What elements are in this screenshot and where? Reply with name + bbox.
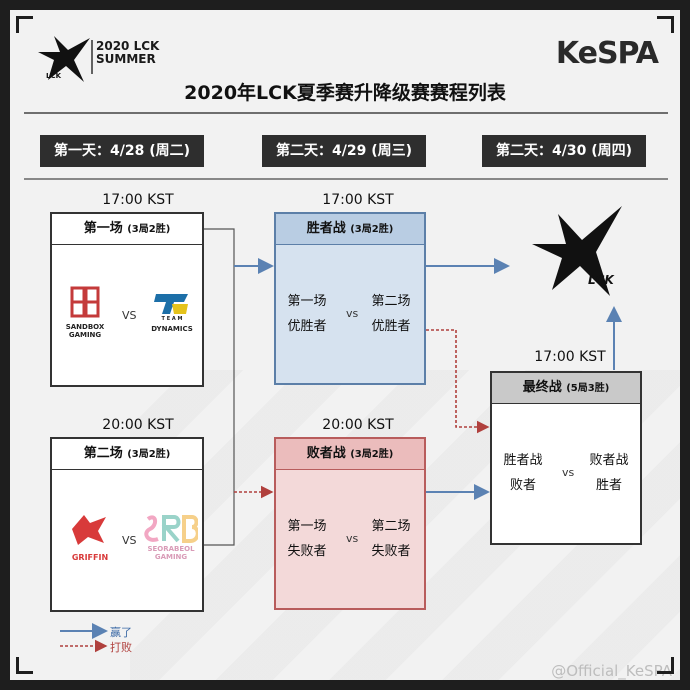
winners-left: 第一场 优胜者 (282, 289, 332, 339)
corner-tl (16, 16, 33, 33)
day-rule (24, 178, 668, 180)
kespa-logo: KeSPA (555, 36, 659, 71)
match1-time: 17:00 KST (102, 192, 174, 208)
final-title: 最终战 (522, 380, 562, 395)
team-sandbox: SANDBOX GAMING (58, 323, 112, 339)
match1-vs: VS (122, 309, 137, 322)
event-name: 2020 LCK SUMMER (96, 40, 159, 66)
corner-bl (16, 657, 33, 674)
winners-box: 胜者战 (3局2胜) 第一场 优胜者 vs 第二场 优胜者 (274, 212, 426, 385)
legend-lose: 打败 (110, 641, 132, 654)
losers-left-l1: 第一场 (287, 519, 327, 534)
winners-right-l1: 第二场 (371, 294, 411, 309)
winners-header: 胜者战 (3局2胜) (276, 214, 424, 245)
seorabeol-logo-icon (144, 515, 198, 543)
legend-win: 赢了 (110, 626, 132, 639)
losers-header: 败者战 (3局2胜) (276, 439, 424, 470)
losers-left: 第一场 失败者 (282, 514, 332, 564)
final-format: (5局3胜) (566, 383, 610, 394)
losers-vs: vs (346, 532, 359, 545)
losers-time: 20:00 KST (322, 417, 394, 433)
match2-header: 第二场 (3局2胜) (52, 439, 202, 470)
team-dynamics-top: T E A M (161, 316, 183, 322)
final-right: 败者战 胜者 (584, 448, 634, 498)
losers-format: (3局2胜) (350, 449, 394, 460)
match1-title: 第一场 (83, 221, 123, 236)
dynamics-logo-icon (154, 294, 188, 314)
final-left-l1: 胜者战 (503, 453, 543, 468)
final-left-l2: 败者 (509, 478, 536, 493)
winners-vs: vs (346, 307, 359, 320)
day-header-3: 第二天：4/30 (周四) (482, 135, 646, 167)
team-seorabeol-line2: GAMING (154, 553, 188, 561)
day-header-1: 第一天：4/28 (周二) (40, 135, 204, 167)
winners-left-l1: 第一场 (287, 294, 327, 309)
final-right-l1: 败者战 (589, 453, 629, 468)
weibo-watermark: @Official_KeSPA (551, 662, 672, 680)
day-header-2: 第二天：4/29 (周三) (262, 135, 426, 167)
match1-header: 第一场 (3局2胜) (52, 214, 202, 245)
winners-right-l2: 优胜者 (371, 319, 411, 334)
lck-mark-small: LCK (46, 72, 62, 80)
match2-time: 20:00 KST (102, 417, 174, 433)
team-dynamics: DYNAMICS (151, 325, 193, 333)
final-box: 最终战 (5局3胜) 胜者战 败者 vs 败者战 胜者 (490, 371, 642, 545)
event-line1: 2020 LCK (96, 39, 160, 53)
corner-tr (657, 16, 674, 33)
match2-box: 第二场 (3局2胜) GRIFFIN VS SEORABEOL GAMING (50, 437, 204, 612)
losers-title: 败者战 (306, 446, 346, 461)
final-left: 胜者战 败者 (498, 448, 548, 498)
final-right-l2: 胜者 (595, 478, 622, 493)
team-seorabeol: SEORABEOL GAMING (138, 545, 204, 561)
team-seorabeol-line1: SEORABEOL (147, 545, 195, 553)
match2-vs: VS (122, 534, 137, 547)
match2-format: (3局2胜) (127, 449, 171, 460)
lck-trophy-logo-icon: LCK (532, 206, 622, 296)
final-vs: vs (562, 466, 575, 479)
bracket-lines (60, 228, 622, 653)
team-griffin: GRIFFIN (71, 553, 109, 562)
corner-br (657, 657, 674, 674)
event-line2: SUMMER (96, 52, 156, 66)
losers-box: 败者战 (3局2胜) 第一场 失败者 vs 第二场 失败者 (274, 437, 426, 610)
winners-format: (3局2胜) (350, 224, 394, 235)
page-title: 2020年LCK夏季赛升降级赛赛程列表 (184, 82, 506, 104)
top-rule (24, 112, 668, 114)
winners-left-l2: 优胜者 (287, 319, 327, 334)
final-time: 17:00 KST (534, 349, 606, 365)
lck-logo-icon: LCK (38, 36, 93, 82)
match2-title: 第二场 (83, 446, 123, 461)
winners-right: 第二场 优胜者 (366, 289, 416, 339)
team-sandbox-line2: GAMING (68, 331, 102, 339)
poster-frame: LCK 2020 LCK SUMMER KeSPA 2020年LCK夏季赛升降级… (10, 10, 680, 680)
losers-right: 第二场 失败者 (366, 514, 416, 564)
team-sandbox-line1: SANDBOX (65, 323, 105, 331)
losers-right-l1: 第二场 (371, 519, 411, 534)
match1-box: 第一场 (3局2胜) SANDBOX GAMING VS T E A M DYN… (50, 212, 204, 387)
winners-title: 胜者战 (306, 221, 346, 236)
lck-mark-large: LCK (588, 273, 615, 287)
match1-format: (3局2胜) (127, 224, 171, 235)
losers-right-l2: 失败者 (371, 544, 411, 559)
griffin-logo-icon (72, 515, 106, 545)
final-header: 最终战 (5局3胜) (492, 373, 640, 404)
sandbox-logo-icon (70, 286, 100, 318)
winners-time: 17:00 KST (322, 192, 394, 208)
losers-left-l2: 失败者 (287, 544, 327, 559)
